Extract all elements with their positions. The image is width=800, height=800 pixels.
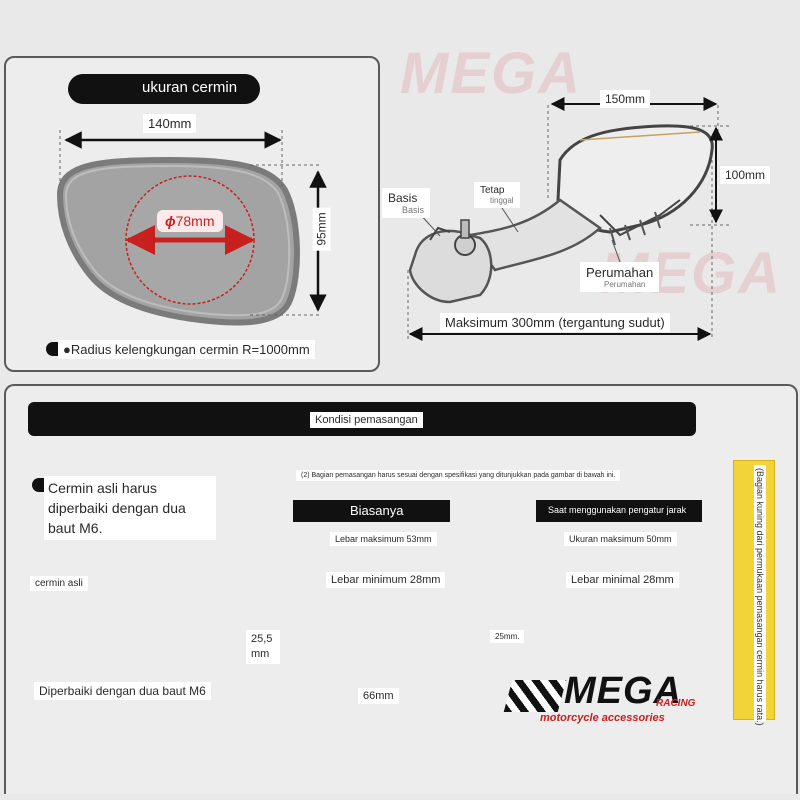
diameter-value: 78mm	[175, 213, 215, 229]
note-bullet	[46, 342, 58, 356]
normal-max-width-label: Lebar maksimum 53mm	[330, 532, 437, 546]
fixed-label: Tetap	[480, 185, 505, 196]
diameter-symbol: ϕ	[165, 213, 176, 229]
basis-callout: Basis Basis	[382, 188, 431, 218]
normal-length-label: 66mm	[358, 688, 399, 704]
housing-sub-label: Perumahan	[604, 280, 646, 289]
original-mirror-label: cermin asli	[30, 576, 88, 591]
checkered-flag-icon	[503, 680, 567, 712]
side-height-label: 100mm	[720, 166, 771, 184]
mirror-width-label: 140mm	[143, 114, 197, 133]
normal-title: Biasanya	[350, 503, 404, 518]
housing-callout: Perumahan Perumahan	[580, 262, 660, 292]
normal-title-bar	[293, 500, 450, 522]
curvature-note: ●Radius kelengkungan cermin R=1000mm	[58, 340, 315, 359]
installation-header: Kondisi pemasangan	[310, 412, 423, 428]
flatness-note-box: (Bagian kuning dari permukaan pemasangan…	[733, 460, 775, 726]
fixed-callout: Tetap tinggal	[474, 182, 520, 208]
step1-text: Cermin asli harus diperbaiki dengan dua …	[44, 476, 216, 540]
installation-panel	[4, 384, 798, 794]
adjuster-min-width-label: Lebar minimal 28mm	[566, 572, 679, 588]
side-width-label: 150mm	[600, 90, 651, 108]
logo-sub-text: RACING	[656, 698, 696, 709]
mirror-size-header: ukuran cermin	[68, 74, 260, 104]
basis-sub-label: Basis	[402, 205, 425, 215]
normal-min-width-label: Lebar minimum 28mm	[326, 572, 446, 588]
max-length-label: Maksimum 300mm (tergantung sudut)	[440, 313, 670, 332]
adjuster-title: Saat menggunakan pengatur jarak	[548, 505, 687, 515]
fixed-sub-label: tinggal	[490, 196, 514, 205]
logo-tagline: motorcycle accessories	[540, 712, 665, 724]
adjuster-height-label: 25mm.	[490, 630, 525, 643]
fix-caption: Diperbaiki dengan dua baut M6	[34, 682, 211, 700]
basis-label: Basis	[388, 191, 418, 205]
mirror-height-label: 95mm	[312, 207, 331, 251]
mirror-side-view	[408, 124, 714, 304]
adjuster-title-bar	[536, 500, 702, 522]
diameter-label: ϕ78mm	[157, 210, 223, 232]
mega-racing-logo: MEGA RACING motorcycle accessories	[503, 670, 724, 726]
adjuster-max-width-label: Ukuran maksimum 50mm	[564, 532, 677, 546]
requirement-note: (2) Bagian pemasangan harus sesuai denga…	[296, 470, 621, 481]
housing-label: Perumahan	[586, 265, 654, 280]
watermark-logo: MEGA	[400, 41, 582, 106]
flatness-note: (Bagian kuning dari permukaan pemasangan…	[754, 465, 766, 726]
normal-height-label: 25,5 mm	[246, 630, 280, 664]
logo-text: MEGA	[564, 670, 682, 712]
step1-bullet	[32, 478, 44, 492]
mirror-size-title: ukuran cermin	[138, 79, 242, 96]
